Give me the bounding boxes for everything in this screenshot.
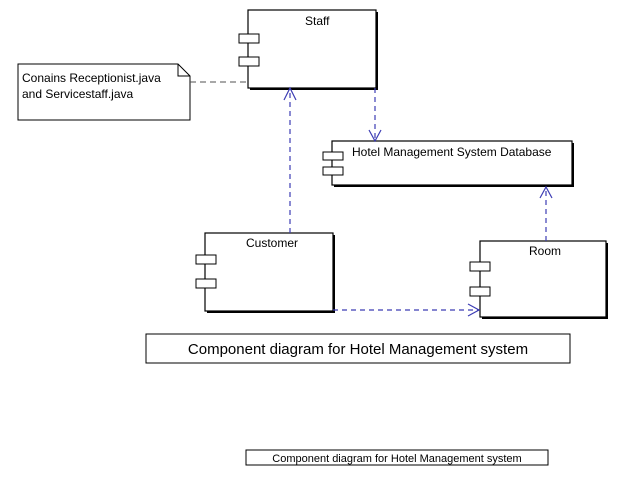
dependency-customer-staff (283, 86, 297, 233)
staff-port-1 (238, 33, 260, 44)
customer-label: Customer (246, 236, 298, 250)
small-caption: Component diagram for Hotel Management s… (245, 449, 549, 466)
main-caption-text: Component diagram for Hotel Management s… (188, 341, 528, 358)
note: Conains Receptionist.java and Servicesta… (17, 63, 191, 121)
room-label: Room (529, 244, 561, 258)
dependency-customer-room (333, 303, 481, 317)
dependency-staff-database (368, 88, 382, 143)
database-label: Hotel Management System Database (352, 145, 552, 159)
database-port-2 (322, 166, 344, 176)
note-line-1: Conains Receptionist.java (22, 71, 161, 85)
note-line-2: and Servicestaff.java (22, 87, 134, 101)
small-caption-text: Component diagram for Hotel Management s… (272, 453, 521, 465)
room-component[interactable]: Room (469, 240, 608, 319)
room-port-2 (469, 286, 491, 297)
dependency-room-database (539, 185, 553, 241)
staff-component[interactable]: Staff (238, 9, 378, 90)
database-port-1 (322, 151, 344, 161)
staff-port-2 (238, 56, 260, 67)
customer-component[interactable]: Customer (195, 232, 335, 313)
customer-port-2 (195, 278, 217, 289)
database-component[interactable]: Hotel Management System Database (322, 140, 574, 187)
room-port-1 (469, 261, 491, 272)
staff-label: Staff (305, 14, 330, 28)
main-caption: Component diagram for Hotel Management s… (145, 333, 571, 364)
customer-port-1 (195, 254, 217, 265)
